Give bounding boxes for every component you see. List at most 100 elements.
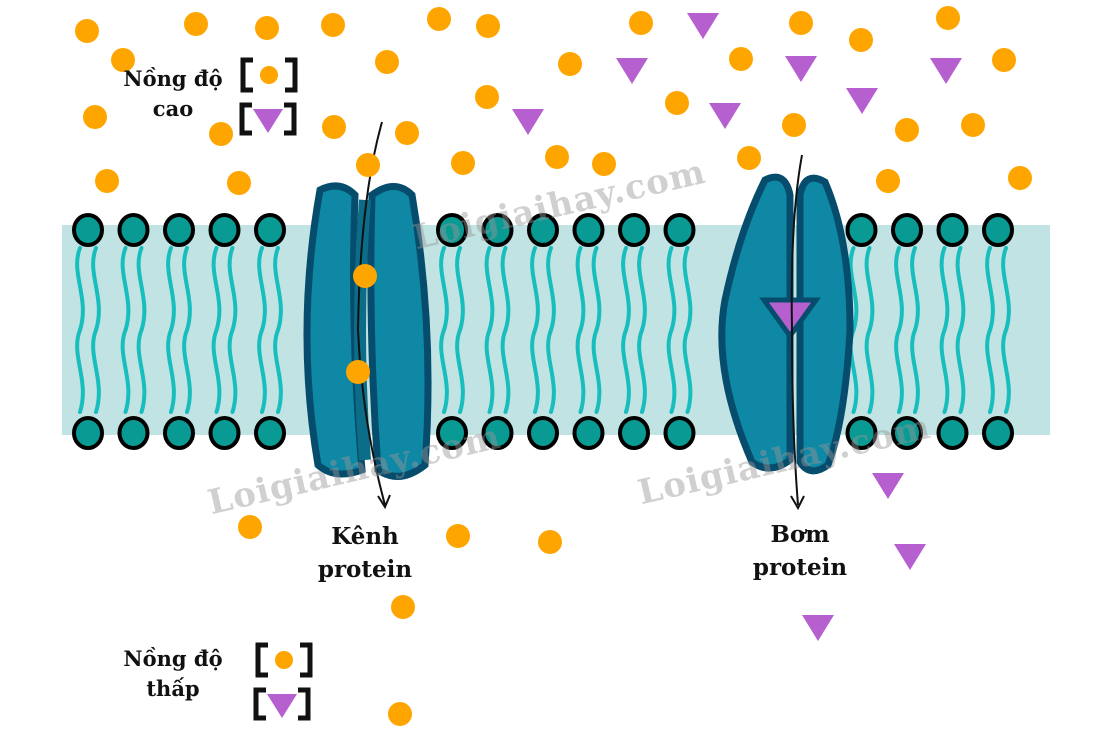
label-line: Bơm bbox=[770, 521, 830, 548]
purple-molecule bbox=[802, 615, 834, 641]
orange-molecule bbox=[782, 113, 806, 137]
lipid-head bbox=[254, 213, 286, 247]
lipid-head bbox=[117, 213, 150, 247]
lipid-tail bbox=[666, 246, 677, 332]
purple-molecule bbox=[785, 56, 817, 82]
orange-molecule bbox=[83, 105, 107, 129]
lipid-tail bbox=[227, 246, 238, 332]
proteins bbox=[303, 121, 854, 511]
purple-molecule bbox=[687, 13, 719, 39]
lipid-tails bbox=[75, 246, 1011, 414]
lipid-tail bbox=[166, 246, 176, 332]
lipid-tail bbox=[546, 328, 556, 414]
orange-molecule bbox=[475, 85, 499, 109]
lipid-tail bbox=[273, 328, 283, 414]
orange-molecule bbox=[446, 524, 470, 548]
lipid-tail bbox=[75, 246, 85, 332]
legend-brackets bbox=[239, 57, 313, 721]
orange-molecule bbox=[238, 515, 262, 539]
lipid-heads bbox=[72, 213, 1014, 450]
lipid-tail bbox=[575, 246, 586, 332]
channel-protein-left bbox=[303, 182, 366, 478]
lipid-tail bbox=[211, 328, 222, 414]
lipid-tail bbox=[637, 328, 647, 414]
lipid-tail bbox=[273, 246, 283, 332]
orange-molecule-legend bbox=[260, 66, 278, 84]
lipid-tail bbox=[484, 328, 495, 414]
lipid-head bbox=[982, 213, 1014, 247]
purple-molecule-in-pump bbox=[759, 297, 821, 341]
lipid-head bbox=[481, 213, 514, 247]
lipid-head bbox=[72, 213, 104, 247]
lipid-tail bbox=[1001, 246, 1011, 332]
orange-molecule bbox=[353, 264, 377, 288]
orange-molecule bbox=[395, 121, 419, 145]
orange-molecule bbox=[737, 146, 761, 170]
lipid-head bbox=[572, 416, 605, 450]
lipid-tail bbox=[484, 246, 495, 332]
pump-protein-right bbox=[796, 174, 854, 475]
lipid-tail bbox=[500, 246, 511, 332]
lipid-tail bbox=[136, 246, 147, 332]
lipid-tail bbox=[1001, 328, 1011, 414]
lipid-head bbox=[208, 213, 241, 247]
orange-molecule bbox=[346, 360, 370, 384]
lipid-tail bbox=[575, 328, 586, 414]
channel-protein-label: Kênh protein bbox=[305, 520, 425, 586]
orange-molecule bbox=[111, 48, 135, 72]
lipid-head bbox=[572, 213, 605, 247]
lipid-head bbox=[72, 416, 104, 450]
lipid-tail bbox=[894, 246, 904, 332]
lipid-tail bbox=[546, 246, 556, 332]
purple-molecule bbox=[846, 88, 878, 114]
lipid-head bbox=[527, 416, 559, 450]
lipid-tail bbox=[500, 328, 511, 414]
orange-molecule bbox=[321, 13, 345, 37]
lipid-head bbox=[982, 416, 1014, 450]
orange-molecule bbox=[95, 169, 119, 193]
lipid-tail bbox=[864, 246, 875, 332]
purple-molecule bbox=[512, 109, 544, 135]
lipid-tail bbox=[439, 246, 449, 332]
lipid-head bbox=[527, 213, 559, 247]
lipid-tail bbox=[910, 246, 920, 332]
lipid-tail bbox=[120, 246, 131, 332]
lipid-tail bbox=[591, 246, 602, 332]
lipid-tail bbox=[257, 246, 267, 332]
bracket-left bbox=[255, 642, 268, 678]
bracket-right bbox=[300, 642, 313, 678]
orange-molecule bbox=[356, 153, 380, 177]
orange-molecule bbox=[1008, 166, 1032, 190]
lipid-head bbox=[936, 213, 969, 247]
lipid-tail bbox=[985, 246, 995, 332]
lipid-tail bbox=[637, 246, 647, 332]
orange-molecule bbox=[476, 14, 500, 38]
pump-arrow bbox=[790, 154, 803, 506]
orange-molecule bbox=[729, 47, 753, 71]
orange-molecule bbox=[936, 6, 960, 30]
pump-protein-label: Bơm protein bbox=[740, 518, 860, 584]
lipid-tail bbox=[120, 328, 131, 414]
lipid-tail bbox=[439, 328, 449, 414]
orange-molecule bbox=[255, 16, 279, 40]
lipid-head bbox=[663, 213, 696, 247]
molecules bbox=[75, 6, 1032, 726]
bracket-left bbox=[239, 102, 252, 136]
lipid-head bbox=[663, 416, 696, 450]
lipid-head bbox=[481, 416, 514, 450]
lipid-head bbox=[845, 213, 878, 247]
lipid-head bbox=[936, 416, 969, 450]
orange-molecule bbox=[538, 530, 562, 554]
purple-molecule bbox=[709, 103, 741, 129]
lipid-tail bbox=[955, 328, 966, 414]
label-line: protein bbox=[317, 556, 413, 583]
orange-molecule bbox=[789, 11, 813, 35]
orange-molecule bbox=[592, 152, 616, 176]
purple-molecule-legend bbox=[253, 109, 283, 133]
lipid-head bbox=[845, 416, 878, 450]
orange-molecule bbox=[992, 48, 1016, 72]
lipid-head bbox=[618, 416, 650, 450]
high-concentration-label: Nồng độ cao bbox=[118, 64, 228, 124]
